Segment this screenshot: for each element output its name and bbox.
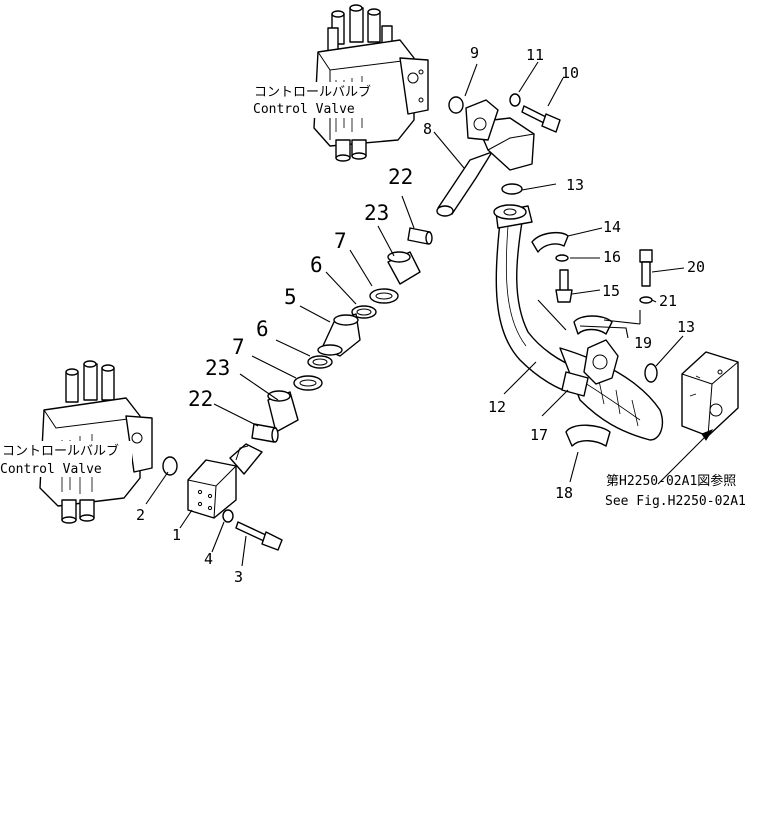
callout-7-bottom: 7: [232, 335, 245, 359]
callout-19: 19: [634, 334, 652, 352]
part-14-clamp: [531, 231, 569, 253]
callout-23-bottom: 23: [205, 356, 230, 380]
callout-12: 12: [488, 398, 506, 416]
callout-6-top: 6: [310, 253, 323, 277]
part-3-bolt: [235, 521, 283, 551]
callout-18: 18: [555, 484, 573, 502]
callout-8: 8: [423, 120, 432, 138]
part-18-clamp: [565, 424, 611, 447]
callout-21: 21: [659, 292, 677, 310]
callout-22-bottom: 22: [188, 387, 213, 411]
part-12-hose: [493, 204, 664, 441]
part-4-washer: [222, 509, 234, 523]
part-1-elbow-block: [187, 443, 263, 519]
part-2-o-ring: [162, 456, 178, 476]
part-17-band: [561, 371, 589, 397]
part-23-hose-top: [387, 251, 421, 285]
callout-17: 17: [530, 426, 548, 444]
part-11-washer: [509, 93, 521, 107]
valve-top-label-en: Control Valve: [253, 102, 355, 117]
callout-14: 14: [603, 218, 621, 236]
callout-9: 9: [470, 44, 479, 62]
part-7-clamp-bottom: [293, 375, 323, 391]
callout-4: 4: [204, 550, 213, 568]
callout-16: 16: [603, 248, 621, 266]
callout-22-top: 22: [388, 165, 413, 189]
callout-7-top: 7: [334, 229, 347, 253]
part-21-washer: [639, 296, 653, 304]
part-16-washer: [555, 254, 569, 262]
part-20-bolt: [639, 249, 653, 287]
callout-13-right: 13: [677, 318, 695, 336]
callout-3: 3: [234, 568, 243, 586]
part-23-hose-bottom: [267, 390, 299, 433]
callout-5: 5: [284, 285, 297, 309]
mating-block: [681, 351, 739, 437]
callout-15: 15: [602, 282, 620, 300]
reference-label-jp: 第H2250-02A1図参照: [606, 473, 736, 489]
callout-11: 11: [526, 46, 544, 64]
valve-left-label-en: Control Valve: [0, 462, 102, 477]
part-15-bolt: [555, 269, 573, 303]
part-7-clamp-top: [369, 288, 399, 304]
callout-6-bottom: 6: [256, 317, 269, 341]
part-9-o-ring: [448, 96, 464, 114]
part-5-adapter: [317, 313, 361, 357]
part-6-seal-top: [351, 305, 377, 319]
callout-13-top: 13: [566, 176, 584, 194]
valve-top-label-jp: コントロールバルブ: [254, 84, 371, 100]
part-13-o-ring-right: [644, 363, 658, 383]
part-6-seal-bottom: [307, 355, 333, 369]
leader-lines: [145, 61, 714, 567]
valve-left-label-jp: コントロールバルブ: [2, 443, 119, 459]
callout-1: 1: [172, 526, 181, 544]
callout-2: 2: [136, 506, 145, 524]
part-13-o-ring-top: [501, 183, 523, 195]
reference-label-en: See Fig.H2250-02A1: [605, 494, 746, 509]
callout-20: 20: [687, 258, 705, 276]
part-22-sleeve-bottom: [251, 423, 279, 443]
part-10-bolt: [521, 105, 561, 133]
callout-23-top: 23: [364, 201, 389, 225]
part-19-clamp: [573, 315, 613, 335]
part-8-elbow-tube: [436, 99, 535, 217]
callout-10: 10: [561, 64, 579, 82]
part-22-sleeve-top: [407, 227, 433, 245]
